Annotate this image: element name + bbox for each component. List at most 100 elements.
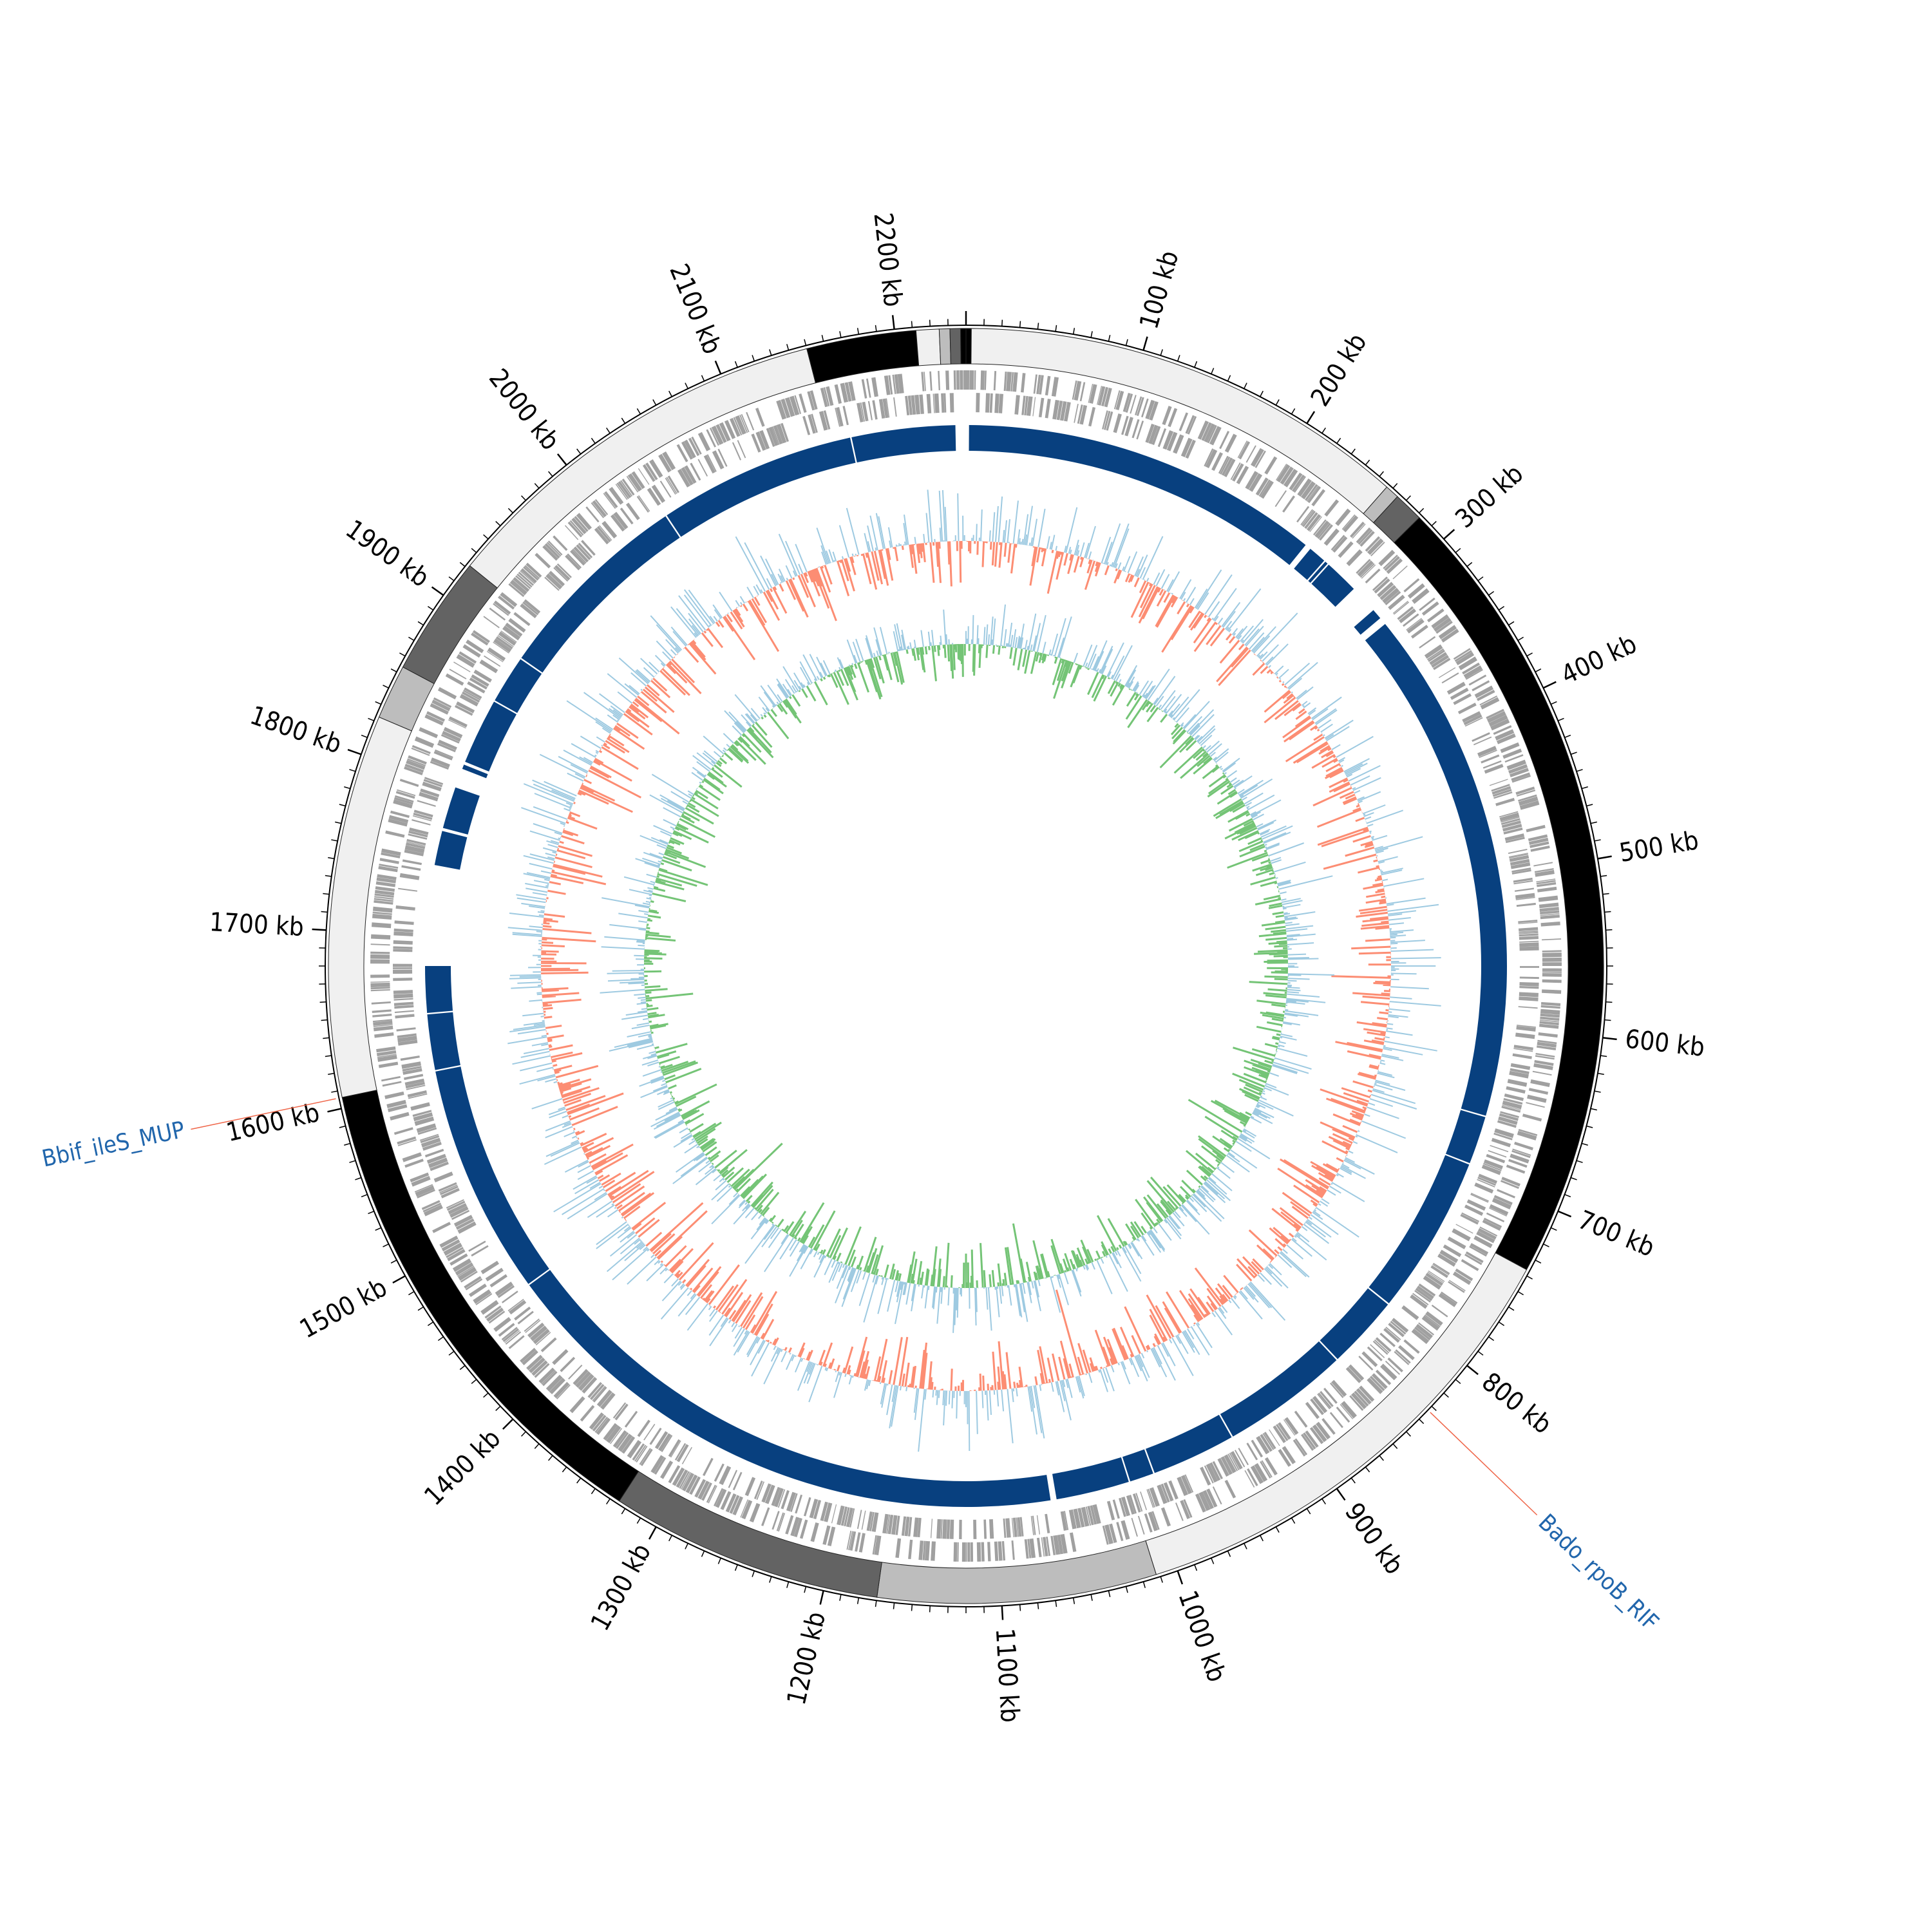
minor-tick	[1160, 1576, 1163, 1583]
minor-tick	[1570, 1177, 1577, 1180]
minor-tick	[1350, 448, 1356, 455]
annotation-leader-line	[1430, 1412, 1538, 1516]
minor-tick	[911, 321, 913, 328]
minor-tick	[344, 1142, 351, 1146]
minor-tick	[636, 408, 641, 415]
major-tick	[431, 586, 444, 596]
tick-label: 1200 kb	[782, 1609, 831, 1708]
minor-tick	[804, 339, 807, 346]
minor-tick	[375, 701, 382, 705]
major-tick	[891, 315, 895, 330]
tick-label: 500 kb	[1617, 826, 1701, 868]
blast-hit	[1365, 623, 1508, 1116]
major-tick	[648, 1526, 657, 1540]
minor-tick	[1108, 1590, 1111, 1597]
minor-tick	[1431, 1406, 1437, 1411]
minor-tick	[752, 355, 755, 362]
minor-tick	[1535, 1260, 1542, 1264]
track-positive	[600, 604, 1335, 1333]
minor-tick	[1275, 399, 1280, 406]
minor-tick	[495, 1406, 501, 1411]
tick-label: 1600 kb	[223, 1098, 322, 1148]
minor-tick	[701, 375, 705, 382]
minor-tick	[1321, 1498, 1326, 1505]
blast-hit	[1145, 1414, 1232, 1473]
minor-tick	[1590, 821, 1597, 824]
blast-hit	[434, 831, 468, 870]
minor-tick	[534, 483, 540, 489]
minor-tick	[321, 911, 328, 913]
tick-label: 1400 kb	[419, 1424, 506, 1511]
tick-label: 2200 kb	[867, 211, 907, 308]
minor-tick	[1001, 319, 1003, 327]
minor-tick	[1321, 427, 1326, 434]
minor-tick	[652, 399, 657, 406]
minor-tick	[1392, 483, 1398, 489]
major-tick	[1597, 855, 1612, 860]
minor-tick	[1392, 1443, 1398, 1449]
major-tick	[502, 1418, 514, 1430]
minor-tick	[1260, 390, 1264, 397]
minor-tick	[383, 685, 389, 688]
major-tick	[1142, 336, 1148, 351]
minor-tick	[339, 1125, 346, 1128]
minor-tick	[1455, 548, 1461, 553]
minor-tick	[1455, 1379, 1461, 1384]
minor-tick	[1350, 1477, 1356, 1484]
gene-annotation-label: Bado_rpoB_RIF	[1533, 1510, 1663, 1636]
minor-tick	[1550, 1227, 1557, 1231]
minor-tick	[1177, 355, 1180, 362]
minor-tick	[1072, 1597, 1075, 1604]
minor-tick	[606, 427, 611, 434]
tick-label: 1900 kb	[340, 515, 434, 593]
minor-tick	[459, 1365, 466, 1370]
minor-tick	[1037, 1602, 1039, 1609]
minor-tick	[1125, 339, 1128, 346]
minor-tick	[1037, 323, 1039, 330]
blast-hit	[1220, 1341, 1337, 1437]
minor-tick	[323, 893, 330, 895]
minor-tick	[769, 349, 772, 356]
minor-tick	[331, 839, 338, 842]
tick-label: 1700 kb	[209, 907, 305, 942]
major-tick	[714, 360, 722, 375]
minor-tick	[1604, 1019, 1611, 1021]
tick-label: 2000 kb	[483, 363, 565, 455]
minor-tick	[417, 1306, 424, 1311]
blast-hit	[435, 1066, 549, 1284]
minor-tick	[1564, 1194, 1571, 1198]
contig-segment	[960, 328, 967, 365]
minor-tick	[591, 1488, 596, 1495]
minor-tick	[328, 1072, 335, 1075]
minor-tick	[1508, 1306, 1515, 1311]
minor-tick	[562, 1466, 567, 1473]
blast-hit	[1311, 564, 1354, 607]
minor-tick	[685, 1543, 688, 1549]
blast-hit	[495, 659, 542, 714]
minor-tick	[1517, 636, 1524, 641]
minor-tick	[521, 495, 526, 501]
minor-tick	[1379, 1455, 1384, 1461]
minor-tick	[1019, 321, 1021, 328]
minor-tick	[668, 1535, 672, 1542]
major-tick	[1336, 1488, 1346, 1501]
minor-tick	[427, 606, 434, 611]
minor-tick	[1211, 1557, 1215, 1564]
minor-tick	[804, 1586, 807, 1593]
minor-tick	[786, 344, 790, 351]
minor-tick	[893, 1602, 895, 1609]
major-tick	[1001, 1605, 1004, 1620]
major-tick	[556, 453, 567, 466]
contig-segment	[965, 328, 972, 365]
minor-tick	[1477, 576, 1484, 582]
blast-hit	[1320, 1288, 1388, 1359]
minor-tick	[1557, 717, 1564, 721]
minor-tick	[437, 1336, 444, 1341]
blast-identity-track	[425, 425, 1508, 1508]
minor-tick	[857, 1597, 860, 1604]
minor-tick	[1194, 1564, 1198, 1571]
minor-tick	[390, 1260, 397, 1264]
blast-hit	[1052, 1457, 1129, 1500]
minor-tick	[1526, 1275, 1533, 1280]
